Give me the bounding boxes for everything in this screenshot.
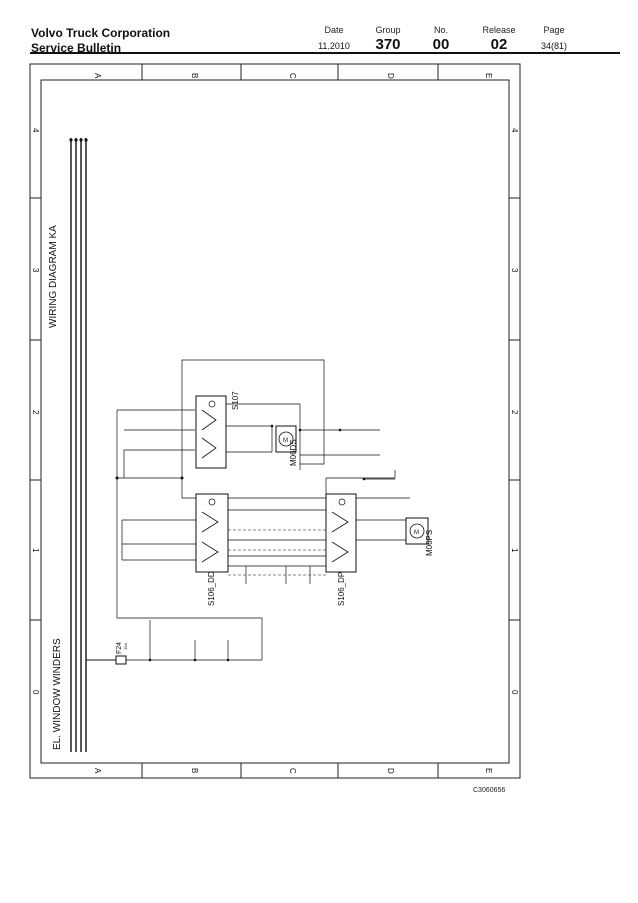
release-value: 02 bbox=[490, 36, 508, 53]
number-field: No. 00 bbox=[426, 25, 456, 54]
group-field: Group 370 bbox=[370, 25, 406, 54]
col-label-b-top: B bbox=[190, 73, 199, 78]
m06ps-m-glyph: M bbox=[414, 530, 419, 536]
release-label: Release bbox=[482, 25, 516, 35]
row-label-3-right: 3 bbox=[510, 268, 519, 273]
fuse-f24: F24 15A bbox=[86, 642, 262, 665]
page-value: 34(81) bbox=[540, 41, 567, 51]
number-label: No. bbox=[433, 25, 448, 35]
switch-s106-dd: S106_DD bbox=[195, 493, 229, 606]
page-field: Page 34(81) bbox=[534, 25, 574, 52]
junctions bbox=[115, 424, 366, 662]
bulletin-header: Volvo Truck Corporation Service Bulletin… bbox=[0, 0, 638, 56]
document-type: Service Bulletin bbox=[31, 41, 122, 55]
col-label-c-bottom: C bbox=[288, 768, 297, 774]
s107-label: S107 bbox=[231, 391, 240, 410]
row-label-1-right: 1 bbox=[510, 548, 519, 553]
group-label: Group bbox=[375, 25, 401, 35]
date-value: 11.2010 bbox=[318, 41, 350, 51]
date-field: Date 11.2010 bbox=[312, 25, 356, 52]
m06ds-label: M06DS bbox=[289, 439, 298, 466]
col-label-e-bottom: E bbox=[484, 768, 493, 773]
row-label-4-right: 4 bbox=[510, 128, 519, 133]
fuse-rating: 15A bbox=[123, 643, 128, 650]
fuse-label: F24 bbox=[116, 642, 123, 654]
col-label-c-top: C bbox=[288, 73, 297, 79]
group-value: 370 bbox=[375, 36, 401, 53]
bus-terminals bbox=[69, 138, 88, 142]
switch-s107: S107 bbox=[195, 391, 240, 469]
company-name: Volvo Truck Corporation bbox=[31, 26, 171, 40]
dashed-links bbox=[228, 529, 326, 576]
col-label-d-bottom: D bbox=[386, 768, 395, 774]
image-code: C3060656 bbox=[473, 787, 506, 794]
diagram-inner-frame bbox=[40, 79, 510, 764]
col-label-d-top: D bbox=[386, 73, 395, 79]
diagram-title: WIRING DIAGRAM KA bbox=[48, 225, 59, 328]
m06ps-label: M06PS bbox=[425, 530, 434, 556]
s106-dp-label: S106_DP bbox=[337, 572, 346, 606]
motor-m06ps: M M06PS bbox=[405, 517, 434, 556]
header-rule bbox=[30, 52, 620, 54]
row-label-1-left: 1 bbox=[31, 548, 40, 553]
grid-ticks bbox=[30, 64, 520, 778]
motor-m06ds: M M06DS bbox=[275, 425, 298, 466]
date-label: Date bbox=[324, 25, 344, 35]
col-label-a-top: A bbox=[93, 73, 102, 79]
s106-dd-label: S106_DD bbox=[207, 571, 216, 606]
row-label-0-right: 0 bbox=[510, 690, 519, 695]
row-label-0-left: 0 bbox=[31, 690, 40, 695]
row-label-2-left: 2 bbox=[31, 410, 40, 415]
col-label-e-top: E bbox=[484, 73, 493, 78]
m06ds-m-glyph: M bbox=[283, 438, 288, 444]
power-bus bbox=[70, 138, 87, 752]
release-field: Release 02 bbox=[477, 25, 521, 54]
col-label-a-bottom: A bbox=[93, 768, 102, 774]
switch-s106-dp: S106_DP bbox=[325, 493, 357, 606]
number-value: 00 bbox=[432, 36, 450, 53]
row-label-4-left: 4 bbox=[31, 128, 40, 133]
col-label-b-bottom: B bbox=[190, 768, 199, 773]
diagram-subtitle: EL. WINDOW WINDERS bbox=[52, 638, 63, 750]
row-label-2-right: 2 bbox=[510, 410, 519, 415]
page-label: Page bbox=[543, 25, 565, 35]
row-label-3-left: 3 bbox=[31, 268, 40, 273]
diagram-frame bbox=[29, 63, 521, 779]
wiring-harness bbox=[116, 359, 413, 660]
